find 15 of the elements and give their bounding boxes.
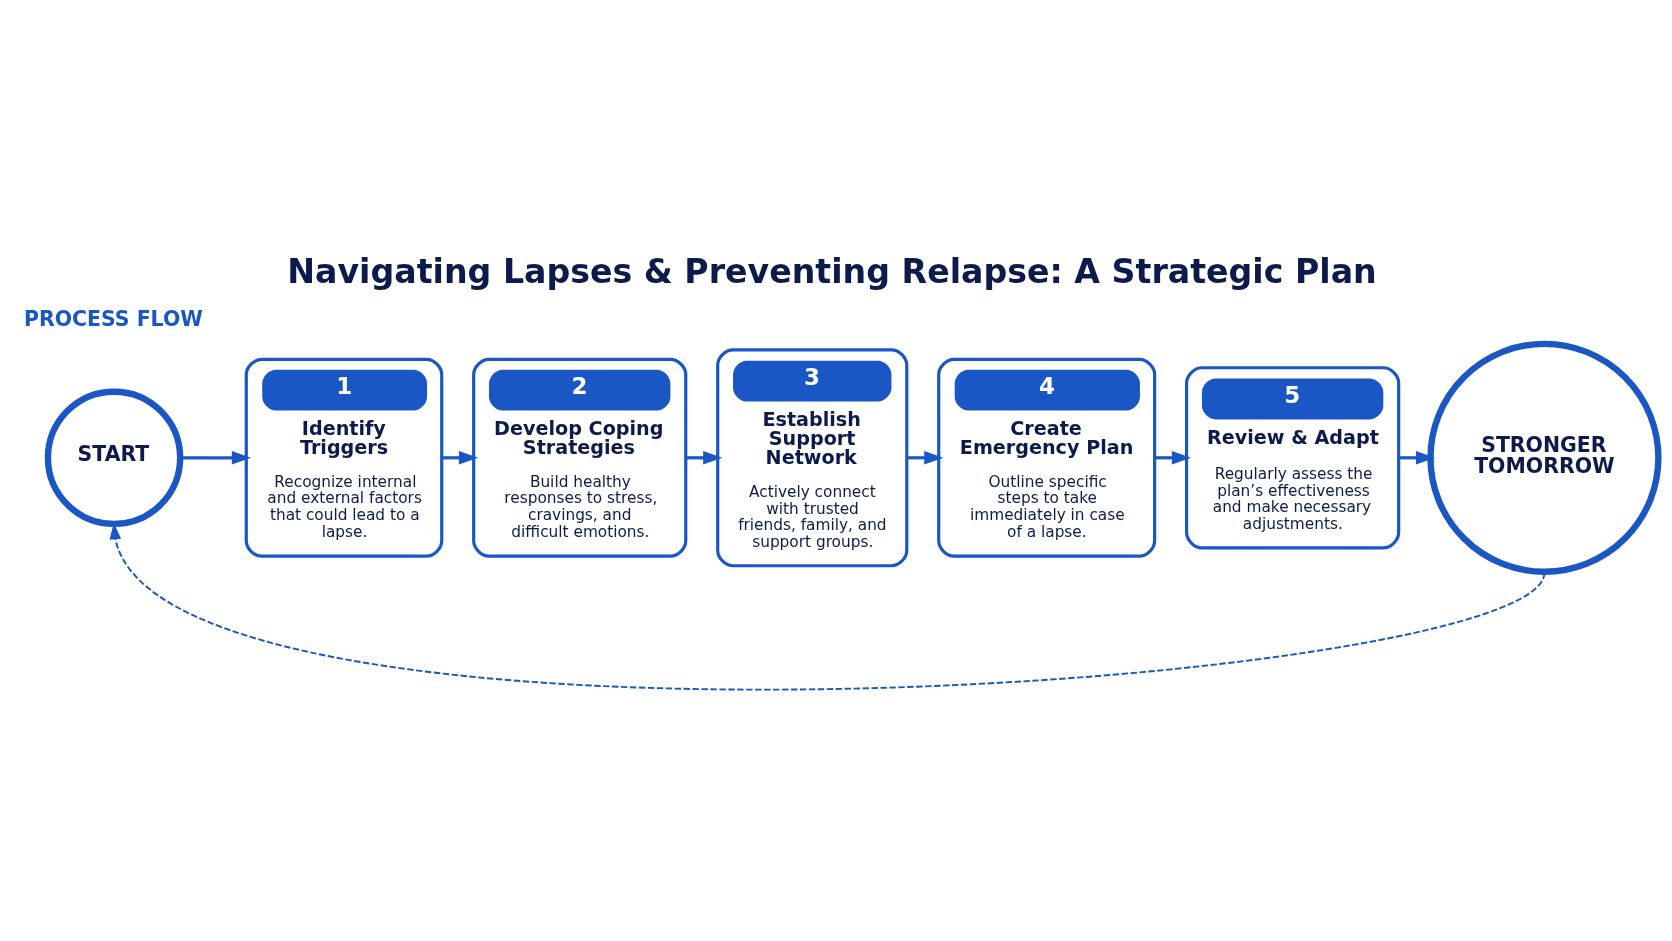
diagram-title: Navigating Lapses & Preventing Relapse: A Strategic Plan <box>287 251 1377 291</box>
node-circle: START <box>44 388 184 527</box>
arrow <box>180 450 251 464</box>
node-box: 2 Develop Coping Strategies Build healthy responses to stress, cravings, and difficult emotions. <box>472 357 688 558</box>
node-circle: STRONGER TOMORROW <box>1427 340 1662 575</box>
label: PROCESS FLOW <box>23 306 203 331</box>
node-box: 3 Establish Support Network Actively connect with trusted friends, family, and support groups. <box>716 347 909 567</box>
node-box: 1 Identify Triggers Recognize internal and external factors that could lead to a lapse. <box>244 357 444 558</box>
arrow <box>685 450 723 464</box>
arrow <box>441 450 479 464</box>
arrow <box>906 450 944 464</box>
node-box: 4 Create Emergency Plan Outline specific steps to take immediately in case of a lapse. <box>937 357 1157 558</box>
arrow <box>1154 450 1192 464</box>
node-box: 5 Review & Adapt Regularly assess the plan’s effectiveness and make necessary adjustments. <box>1185 365 1401 549</box>
arrow <box>1398 450 1436 464</box>
